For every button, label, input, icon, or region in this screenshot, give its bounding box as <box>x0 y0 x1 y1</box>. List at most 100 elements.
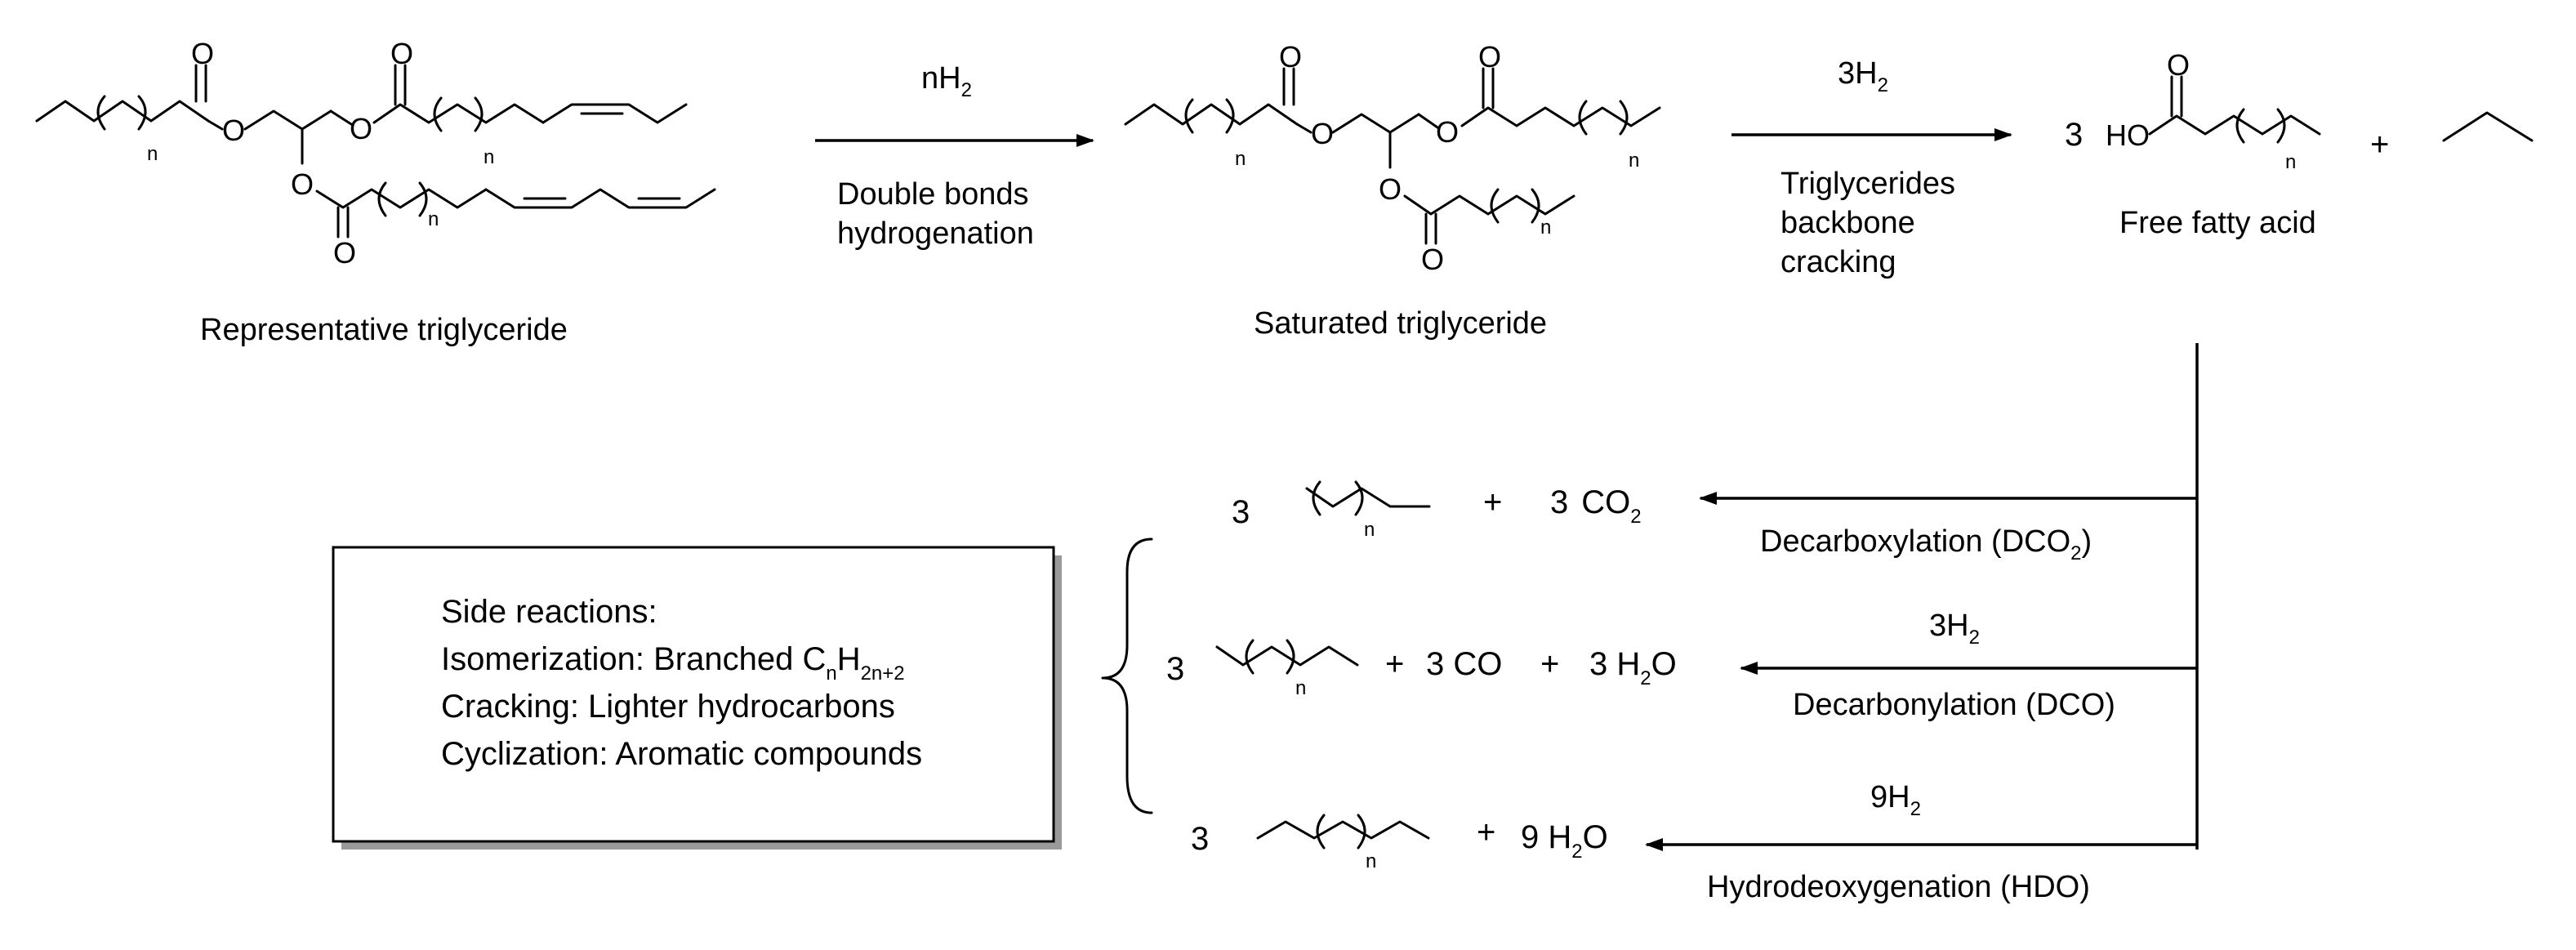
side-reactions-title: Side reactions: <box>441 594 657 630</box>
sat-paren-1a <box>1184 98 1194 134</box>
rep-o-4: O <box>390 37 413 70</box>
sat-paren-3b <box>1531 188 1540 224</box>
sat-ester-1 <box>1295 123 1313 134</box>
dco-paren-b <box>1286 639 1295 675</box>
dco-co: 3 CO <box>1426 646 1502 682</box>
sat-chain-1 <box>1124 103 1299 126</box>
dco2-coefficient: 3 <box>1232 494 1250 530</box>
cracking-label-3: cracking <box>1780 245 1896 279</box>
rep-paren-1b <box>137 95 147 131</box>
ffa-plus: + <box>2370 127 2389 163</box>
rep-chain-2-tail <box>541 103 688 124</box>
sat-paren-1b <box>1225 98 1235 134</box>
dco-paren-a <box>1245 639 1255 675</box>
saturated-triglyceride: n O O O O n O O n Saturated triglyceride <box>1124 40 1661 341</box>
representative-triglyceride: n O O O O n O O n Representative triglyc… <box>35 37 716 347</box>
dco-n: n <box>1295 677 1306 699</box>
rep-paren-3b <box>418 181 428 217</box>
rep-paren-3a <box>377 181 387 217</box>
rep-o-1: O <box>191 37 214 70</box>
sat-o-2: O <box>1311 117 1334 150</box>
rep-paren-2a <box>433 96 443 132</box>
rep-n-2: n <box>484 146 494 168</box>
ffa-n: n <box>2285 151 2296 173</box>
rep-o-6: O <box>333 236 356 270</box>
side-reactions-cracking: Cracking: Lighter hydrocarbons <box>441 689 895 725</box>
dco-plus-2: + <box>1540 646 1559 682</box>
ffa-ho: HO <box>2106 118 2150 152</box>
sat-n-2: n <box>1629 149 1639 172</box>
dco2-plus: + <box>1483 484 1502 520</box>
cracking-reagent: 3H2 <box>1838 56 1888 96</box>
hydrogenation-label-2: hydrogenation <box>837 216 1034 251</box>
rep-ester-2 <box>329 109 353 126</box>
hydrogenation-step: nH2 Double bonds hydrogenation <box>815 61 1094 251</box>
sat-n-3: n <box>1540 216 1551 239</box>
rep-glycerol <box>243 109 332 131</box>
rep-chain-2 <box>372 103 545 124</box>
dco-plus-1: + <box>1385 646 1404 682</box>
dco-h2o: 3 H2O <box>1589 646 1677 689</box>
hdo-plus: + <box>1477 814 1495 850</box>
dco-label: Decarbonylation (DCO) <box>1793 688 2115 722</box>
side-reactions-box: Side reactions: Isomerization: Branched … <box>332 546 1062 850</box>
hdo-label: Hydrodeoxygenation (HDO) <box>1707 870 2090 904</box>
decarbonylation-pathway: 3 n + 3 CO + 3 H2O 3H2 Decarbonylation (… <box>1166 609 2197 722</box>
rep-chain-3 <box>315 188 488 209</box>
sat-paren-3a <box>1490 188 1500 224</box>
sat-n-1: n <box>1235 148 1246 170</box>
dco2-n: n <box>1364 519 1375 541</box>
rep-n-1: n <box>147 143 158 165</box>
rep-o-2: O <box>222 114 245 147</box>
side-reactions-isomerization: Isomerization: Branched CnH2n+2 <box>441 641 905 685</box>
dco2-paren-a <box>1312 480 1321 516</box>
sat-glycerol <box>1331 113 1420 134</box>
backbone-cracking-step: 3H2 Triglycerides backbone cracking <box>1731 56 2012 279</box>
hdo-h2o: 9 H2O <box>1521 819 1608 863</box>
hdo-alkane <box>1256 820 1430 840</box>
hydrogenation-label-1: Double bonds <box>837 177 1029 212</box>
sat-o-1: O <box>1279 40 1302 74</box>
sat-triglyceride-caption: Saturated triglyceride <box>1254 306 1547 341</box>
rep-triglyceride-caption: Representative triglyceride <box>200 313 568 347</box>
dco2-paren-b <box>1354 480 1364 516</box>
dco-coefficient: 3 <box>1166 651 1184 687</box>
ffa-coefficient: 3 <box>2065 117 2083 153</box>
hdo-paren-a <box>1316 814 1326 850</box>
sat-paren-2a <box>1578 100 1588 136</box>
cracking-label-1: Triglycerides <box>1780 167 1955 201</box>
hdo-coefficient: 3 <box>1191 821 1209 857</box>
sat-paren-2b <box>1619 100 1629 136</box>
rep-ester-1 <box>207 119 224 131</box>
sat-o-3: O <box>1436 115 1459 149</box>
rep-o-5: O <box>291 167 314 201</box>
rep-chain-3-tail <box>484 188 716 209</box>
hdo-n: n <box>1366 850 1376 872</box>
sat-o-5: O <box>1379 172 1402 206</box>
rep-n-3: n <box>428 208 439 230</box>
pathway-brace <box>1101 537 1153 814</box>
ffa-paren-b <box>2276 108 2286 144</box>
rep-o-3: O <box>350 112 372 145</box>
hdo-paren-b <box>1357 814 1366 850</box>
rep-paren-1a <box>96 95 106 131</box>
rep-paren-2b <box>474 96 484 132</box>
ffa-caption: Free fatty acid <box>2119 206 2316 240</box>
ffa-o: O <box>2167 48 2190 82</box>
cracking-label-2: backbone <box>1780 206 1915 240</box>
sat-chain-3 <box>1403 194 1575 216</box>
hydrogenation-reagent: nH2 <box>921 61 972 101</box>
side-reactions-frame <box>332 546 1055 843</box>
sat-ester-2 <box>1417 113 1439 129</box>
ffa-chain <box>2148 114 2321 136</box>
propane <box>2442 111 2534 142</box>
ffa-paren-a <box>2235 108 2245 144</box>
dco-reagent: 3H2 <box>1929 609 1980 649</box>
sat-chain-2 <box>1460 106 1661 127</box>
rep-chain-1 <box>35 100 210 123</box>
side-reactions-cyclization: Cyclization: Aromatic compounds <box>441 736 922 772</box>
sat-o-4: O <box>1478 40 1501 74</box>
dco2-label: Decarboxylation (DCO2) <box>1760 524 2092 564</box>
